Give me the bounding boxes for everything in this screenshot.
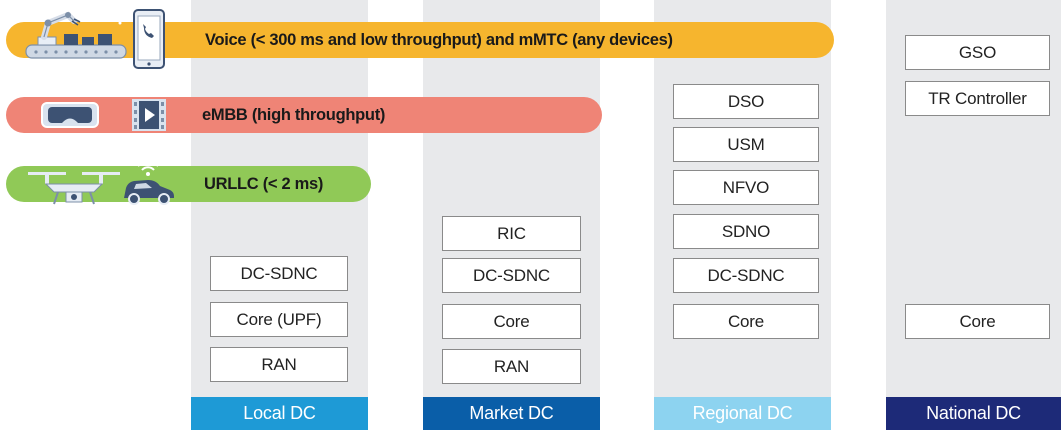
local-box-ran: RAN xyxy=(210,347,348,382)
connected-car-icon xyxy=(118,156,178,213)
national-box-tr-controller: TR Controller xyxy=(905,81,1050,116)
market-box-core: Core xyxy=(442,304,581,339)
embb-band: eMBB (high throughput) xyxy=(6,97,602,133)
vr-headset-icon xyxy=(40,101,100,134)
embb-band-label: eMBB (high throughput) xyxy=(202,105,386,124)
national-dc-label: National DC xyxy=(886,397,1061,430)
regional-box-usm: USM xyxy=(673,127,819,162)
national-box-gso: GSO xyxy=(905,35,1050,70)
local-dc-label: Local DC xyxy=(191,397,368,430)
market-box-ric: RIC xyxy=(442,216,581,251)
regional-dc-column: DSO USM NFVO SDNO DC-SDNC Core Regional … xyxy=(654,0,831,430)
voice-mmtc-band-label: Voice (< 300 ms and low throughput) and … xyxy=(205,30,673,49)
regional-box-dc-sdnc: DC-SDNC xyxy=(673,258,819,293)
regional-dc-label: Regional DC xyxy=(654,397,831,430)
local-box-core-upf: Core (UPF) xyxy=(210,302,348,337)
regional-box-dso: DSO xyxy=(673,84,819,119)
video-play-icon xyxy=(131,98,167,137)
robot-arm-conveyor-icon xyxy=(22,9,132,72)
national-dc-column: GSO TR Controller Core National DC xyxy=(886,0,1061,430)
local-box-dc-sdnc: DC-SDNC xyxy=(210,256,348,291)
local-dc-column: DC-SDNC Core (UPF) RAN Local DC xyxy=(191,0,368,430)
national-box-core: Core xyxy=(905,304,1050,339)
smartphone-call-icon xyxy=(132,8,166,75)
regional-box-sdno: SDNO xyxy=(673,214,819,249)
regional-box-core: Core xyxy=(673,304,819,339)
drone-icon xyxy=(24,160,124,215)
market-box-ran: RAN xyxy=(442,349,581,384)
urllc-band-label: URLLC (< 2 ms) xyxy=(204,174,324,193)
market-dc-column: RIC DC-SDNC Core RAN Market DC xyxy=(423,0,600,430)
regional-box-nfvo: NFVO xyxy=(673,170,819,205)
market-dc-label: Market DC xyxy=(423,397,600,430)
market-box-dc-sdnc: DC-SDNC xyxy=(442,258,581,293)
